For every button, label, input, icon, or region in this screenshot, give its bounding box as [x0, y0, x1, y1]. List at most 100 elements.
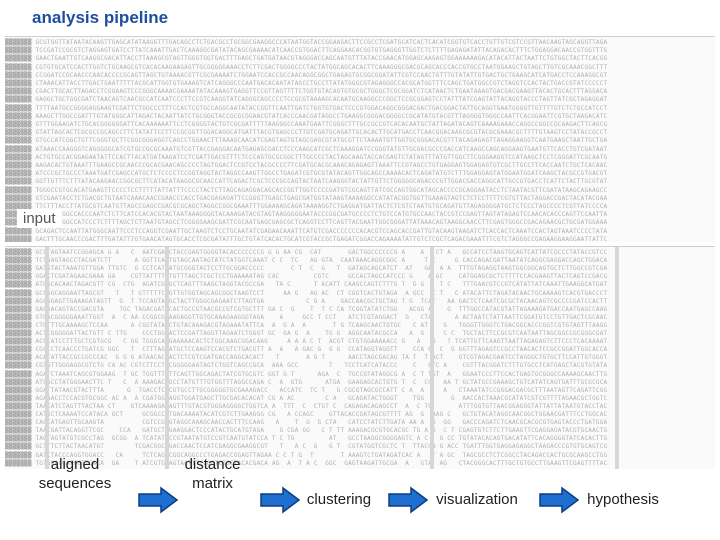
sequence-row: ▒▒▒▒▒▒▒ AGAAACCTCCACGTGCGGC AC A A CGATG… [5, 395, 715, 403]
sequence-residues: GCGTGGTTATAATACAAGTTGAGCATATAAGGTTTGACAG… [35, 39, 608, 46]
sequence-row: ▒▒▒▒▒▒▒ TCCCTCTGGCCACCCAATCTCTTCATCCACAC… [5, 211, 715, 219]
sequence-id: ▒▒▒▒▒▒▒ [5, 443, 36, 451]
sequence-residues: GGATTATAACGTACTTTA G TGACCTCGCGTGCCTTGCG… [35, 386, 608, 394]
sequence-residues: ACTGTGCCACGGAGAATATTCCACTTACATGATAAGATCC… [35, 153, 608, 161]
sequence-row: ▒▒▒▒▒▒▒ CGACTTGCACTTAGACCTCGGAAGTCCCGGGC… [5, 88, 715, 96]
sequence-id: ▒▒▒▒▒▒▒ [5, 39, 36, 46]
sequence-id: ▒▒▒▒▒▒▒ [5, 370, 36, 378]
sequence-row: ▒▒▒▒▒▒▒ TGTGGACGATCGTTCACA GA T ATCGTGAA… [5, 460, 715, 468]
sequence-row: ▒▒▒▒▒▒▒ GCTTTCTTACTAACATGT TCGACGGCCGACC… [5, 443, 715, 451]
sequence-id: ▒▒▒▒▒▒▒ [5, 346, 36, 354]
sequence-row: ▒▒▒▒▒▒▒ TCCGATCCGCGTCTAGGAGTGATCCTTATCAA… [5, 47, 715, 55]
sequence-row: ▒▒▒▒▒▒▒ TTCTTTACCTTATGCGTCAATGTTAGCCGAGC… [5, 203, 715, 211]
sequence-row: ▒▒▒▒▒▒▒ GTCGAATACCTCTGACGCTGTAATCAAACAAC… [5, 195, 715, 203]
sequence-row: ▒▒▒▒▒▒▒ GATCTACCCAGGTGGACC CA TCTCAGACGG… [5, 452, 715, 460]
sequence-residues: ATCGCCTATGGGAACTTC T C A AAAGACTGCCTATGT… [35, 378, 608, 386]
sequence-row: ▒▒▒▒▒▒▒ GAGGCTGCTGGCGATCTAACAGTCAACGCCAT… [5, 96, 715, 104]
sequence-id: ▒▒▒▒▒▒▒ [5, 129, 36, 137]
sequence-id: ▒▒▒▒▒▒▒ [5, 265, 36, 273]
sequence-id: ▒▒▒▒▒▒▒ [5, 162, 36, 169]
alignment-panel: ▒▒▒▒▒▒▒ GCCTAGTAATCCGGAGCA G A C AATCGAA… [5, 246, 715, 469]
sequence-residues: GAACTGAATTGTCAAGGCGACATTACCTTAAAGCGTAGTT… [35, 55, 608, 63]
sequence-residues: GATCTACCCAGGTGGACC CA TCTCAGACGGCAGGCCCT… [35, 451, 608, 459]
sequence-row: ▒▒▒▒▒▒▒ GATGTACTAAATGTTGGA TTGTC G CCTCA… [5, 265, 715, 273]
sequence-id: ▒▒▒▒▒▒▒ [5, 112, 36, 120]
sequence-residues: TGGGCCGTGCACATGAAGTTCCCCTCCTTTTTATTATTTC… [35, 186, 608, 194]
sequence-id: ▒▒▒▒▒▒▒ [5, 273, 36, 281]
sequence-row: ▒▒▒▒▒▒▒ AAGGTTTGGCCATCCCTCTTTTAGCTCTTAAT… [5, 219, 715, 227]
sequence-id: ▒▒▒▒▒▒▒ [5, 313, 36, 321]
sequence-residues: CTGTTTGCAAAAGCTCCAA A CGGTATATCTGTACAAAG… [35, 321, 608, 329]
sequence-row: ▒▒▒▒▒▒▒ CCGGATCCGCAACCCAACACCCCGCAGTTAGC… [5, 72, 715, 80]
sequence-row: ▒▒▒▒▒▒▒ GCGTGGTTATAATACAAGTTGAGCATATAAGG… [5, 39, 715, 47]
sequence-row: ▒▒▒▒▒▒▒ GACTTTGCAACCCGACTTTGATATTTGTGAAC… [5, 236, 715, 242]
sequence-row: ▒▒▒▒▒▒▒ CATGCTCAAAATCCATACA GCT GCGGCCCT… [5, 411, 715, 419]
sequence-row: ▒▒▒▒▒▒▒ GCAGACTCCAATTATGGGCAATTCCCTCCAGG… [5, 228, 715, 236]
sequence-id: ▒▒▒▒▒▒▒ [5, 451, 36, 459]
sequence-residues: ACATATTACCGCCGCCCAC G G G ATAACACAACTCTC… [35, 354, 608, 362]
sequence-id: ▒▒▒▒▒▒▒ [5, 378, 36, 386]
sequence-id: ▒▒▒▒▒▒▒ [5, 354, 36, 362]
sequence-id: ▒▒▒▒▒▒▒ [5, 289, 36, 297]
sequence-id: ▒▒▒▒▒▒▒ [5, 80, 36, 87]
sequence-residues: AAGACACTGTAAATTTGAAGCCGCAACCCGCACGAACAGC… [35, 162, 608, 169]
sequence-id: ▒▒▒▒▒▒▒ [5, 435, 36, 443]
arrow-icon [539, 486, 580, 514]
sequence-row: ▒▒▒▒▒▒▒ ATAAACCAAGGGTCAGGGGGCATCGTGCCGCG… [5, 146, 715, 154]
step-hypothesis: hypothesis [578, 490, 668, 509]
sequence-residues: CATGCTCAAAATCCATACA GCT GCGGCCCTGACAAAAT… [35, 411, 608, 418]
sequence-residues: TTTTAATGCCGGGGAGGAAGTCGATTCTGGCCCTTTCCAC… [35, 104, 608, 112]
sequence-residues: TCCGATCCGCGTCTAGGAGTGATCCTTATCAAATTGACTC… [35, 47, 608, 55]
sequence-id: ▒▒▒▒▒▒▒ [5, 235, 36, 242]
sequence-id: ▒▒▒▒▒▒▒ [5, 411, 36, 418]
sequence-id: ▒▒▒▒▒▒▒ [5, 96, 36, 104]
sequence-id: ▒▒▒▒▒▒▒ [5, 178, 36, 186]
sequence-id: ▒▒▒▒▒▒▒ [5, 186, 36, 194]
sequence-row: ▒▒▒▒▒▒▒ CGCCCTCAACCCTGATCG GGC T CTTTAGG… [5, 346, 715, 354]
input-label: input [17, 209, 62, 228]
sequence-row: ▒▒▒▒▒▒▒ GGTTGTTTCTTTATACAAGAACCGGCGCTTCA… [5, 178, 715, 186]
sequence-residues: GCAGACTCCAATTATGGGCAATTCCCTCCAGGTCGAATTG… [35, 227, 608, 235]
sequence-id: ▒▒▒▒▒▒▒ [5, 137, 36, 145]
sequence-id: ▒▒▒▒▒▒▒ [5, 249, 36, 256]
sequence-residues: TAACATCTAGTTTACTAA CT GTCAAAAGACAGTTTGTA… [35, 402, 608, 410]
sequence-id: ▒▒▒▒▒▒▒ [5, 227, 36, 235]
sequence-residues: AGATCTAAATCAGCGTGGAAG T GC TGGTTTATTCAGT… [35, 370, 608, 378]
step-label: visualization [436, 491, 518, 508]
sequence-residues: GCTTTCTTACTAACATGT TCGACGGCCGACCAACTCCAT… [35, 443, 608, 451]
sequence-id: ▒▒▒▒▒▒▒ [5, 121, 36, 128]
sequence-id: ▒▒▒▒▒▒▒ [5, 71, 36, 79]
sequence-residues: CGTGTTGGGAGGCGTCTG CA AC CGTCTTCCTGCGGGG… [35, 362, 608, 370]
sequence-id: ▒▒▒▒▒▒▒ [5, 321, 36, 329]
sequence-id: ▒▒▒▒▒▒▒ [5, 281, 36, 289]
sequence-row: ▒▒▒▒▒▒▒ CTAAACATTACCTTGACTGAATTTTTACGCAT… [5, 80, 715, 88]
sequence-id: ▒▒▒▒▒▒▒ [5, 257, 36, 265]
sequence-residues: CCGGATCCGCAACCCAACACCCCGCAGTTAGCTGTAAAAC… [35, 71, 608, 79]
arrow-icon [388, 486, 429, 514]
arrow-icon [138, 486, 179, 514]
sequence-id: ▒▒▒▒▒▒▒ [5, 305, 36, 313]
sequence-residues: TAACGATTACAGGTTCGC CCA GATGCTTGAAGGACTCC… [35, 427, 608, 435]
sequence-id: ▒▒▒▒▒▒▒ [5, 330, 36, 337]
sequence-row: ▒▒▒▒▒▒▒ GTATTAGCACTCGCGCCGCAGCCTTCTATATT… [5, 129, 715, 137]
sequence-id: ▒▒▒▒▒▒▒ [5, 338, 36, 346]
sequence-residues: AAAGCTTGGCCGATTTGTATGGGCATTAGACTACAATTAT… [35, 112, 608, 120]
step-label: clustering [306, 491, 372, 508]
sequence-residues: CGACTTGCACTTAGACCTCGGAAGTCCCGGGCAAAACGAA… [35, 88, 608, 96]
sequence-residues: GACTTTGCAACCCGACTTTGATATTTGTGAACATAGTGCA… [35, 235, 608, 242]
sequence-id: ▒▒▒▒▒▒▒ [5, 145, 36, 153]
sequence-residues: ACTCGGGGGATTACTGTT C TTG CCCTGGGACTCCGAT… [35, 330, 608, 337]
sequence-panel-input: ▒▒▒▒▒▒▒ GCGTGGTTATAATACAAGTTGAGCATATAAGG… [5, 36, 715, 242]
sequence-row: ▒▒▒▒▒▒▒ CGTGTGCATCCACTTGGTCTGCAAGCGTCACA… [5, 64, 715, 72]
sequence-residues: TAGTAGTATGTCGCCTAG GCGG A TCATATACCGTAAT… [35, 435, 608, 443]
sequence-residues: TCCCTCTGGCCACCCAATCTCTTCATCCACACGTACTAAT… [35, 211, 608, 219]
sequence-id: ▒▒▒▒▒▒▒ [5, 88, 36, 96]
sequence-row: ▒▒▒▒▒▒▒ CTGTTTGCAAAAGCTCCAA A CGGTATATCT… [5, 322, 715, 330]
sequence-row: ▒▒▒▒▒▒▒ ATCGCCTATGGGAACTTC T C A AAAGACT… [5, 379, 715, 387]
sequence-row: ▒▒▒▒▒▒▒ GTGCCATCGGCTGTTCGGGTGCTTCGGCGGGA… [5, 137, 715, 145]
sequence-id: ▒▒▒▒▒▒▒ [5, 394, 36, 402]
sequence-row: ▒▒▒▒▒▒▒ GAACTGAATTGTCAAGGCGACATTACCTTAAA… [5, 55, 715, 63]
alignment-column-divider [45, 247, 49, 469]
sequence-id: ▒▒▒▒▒▒▒ [5, 194, 36, 202]
sequence-id: ▒▒▒▒▒▒▒ [5, 47, 36, 55]
